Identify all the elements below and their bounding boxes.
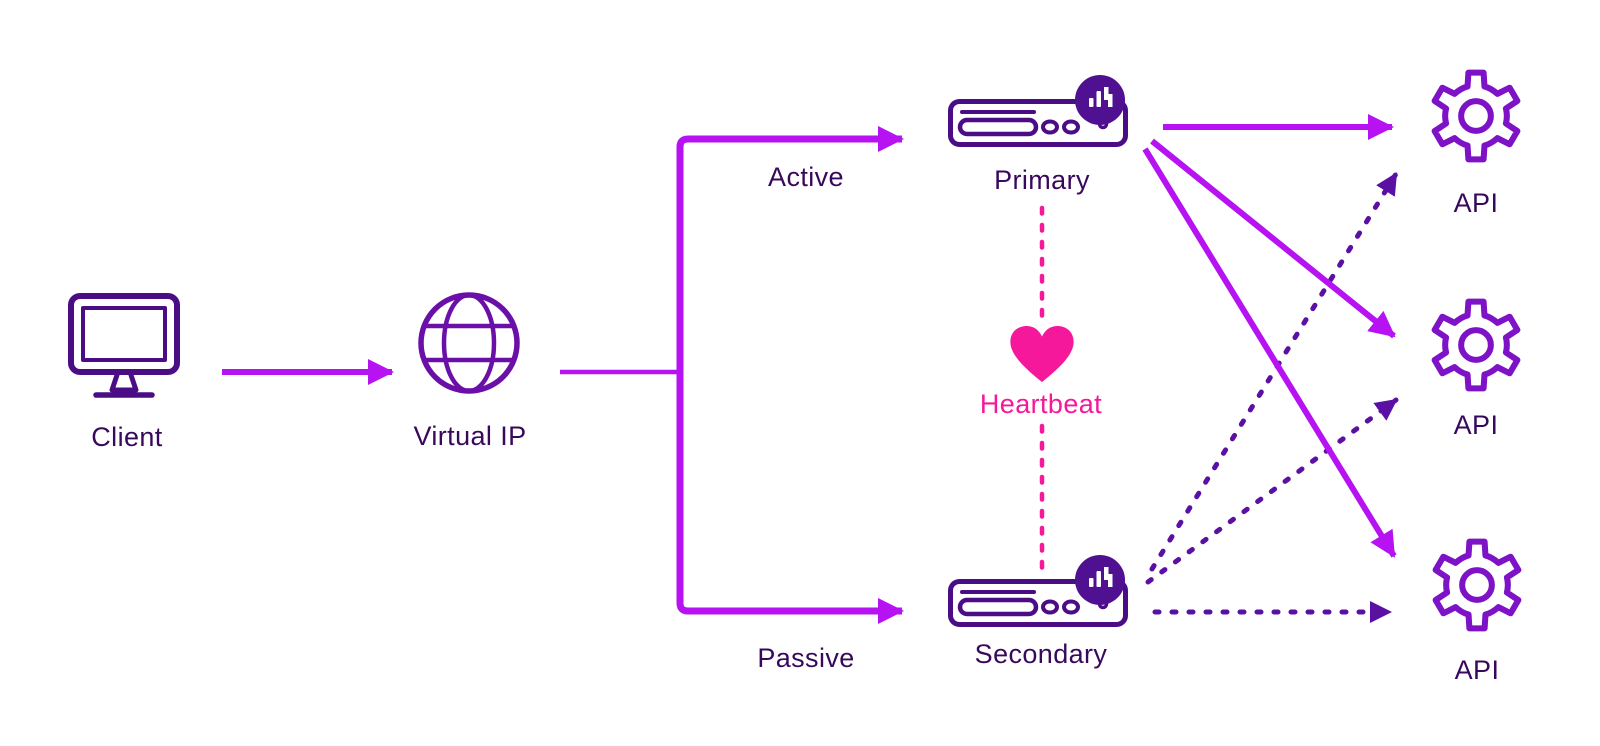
gear-icon	[1421, 290, 1531, 400]
api-top-node	[1421, 61, 1531, 171]
edge-primary-to-api-middle	[1150, 138, 1396, 339]
client-node	[66, 291, 182, 403]
api-middle-label: API	[1453, 410, 1499, 440]
edge-secondary-to-api-middle	[1145, 397, 1399, 585]
edge-secondary-to-apis	[1145, 171, 1399, 623]
secondary-badge	[1074, 554, 1126, 606]
gear-icon	[1422, 530, 1532, 640]
api-bottom-node	[1422, 530, 1532, 640]
edge-primary-to-api-bottom	[1142, 147, 1397, 558]
solid-flow-edges	[222, 114, 1397, 624]
virtual-ip-label: Virtual IP	[413, 421, 527, 451]
secondary-label: Secondary	[974, 639, 1108, 669]
primary-badge	[1074, 74, 1126, 126]
edge-secondary-to-api-top	[1149, 171, 1399, 572]
virtual-ip-node	[416, 290, 522, 396]
client-label: Client	[91, 422, 163, 452]
heartbeat-node	[1008, 326, 1076, 384]
heartbeat-label: Heartbeat	[979, 389, 1103, 419]
bar-chart-logo-icon	[1075, 75, 1125, 125]
monitor-icon	[68, 293, 180, 398]
api-middle-node	[1421, 290, 1531, 400]
gear-icon	[1421, 61, 1531, 171]
api-bottom-label: API	[1454, 655, 1500, 685]
edge-virtual-ip-to-primary	[676, 126, 904, 372]
passive-edge-label: Passive	[757, 643, 855, 673]
api-top-label: API	[1453, 188, 1499, 218]
heart-icon	[1010, 326, 1074, 383]
bar-chart-logo-icon	[1075, 555, 1125, 605]
globe-icon	[418, 292, 520, 394]
edge-virtual-ip-to-secondary	[676, 372, 904, 624]
primary-label: Primary	[994, 165, 1090, 195]
active-edge-label: Active	[768, 162, 844, 192]
